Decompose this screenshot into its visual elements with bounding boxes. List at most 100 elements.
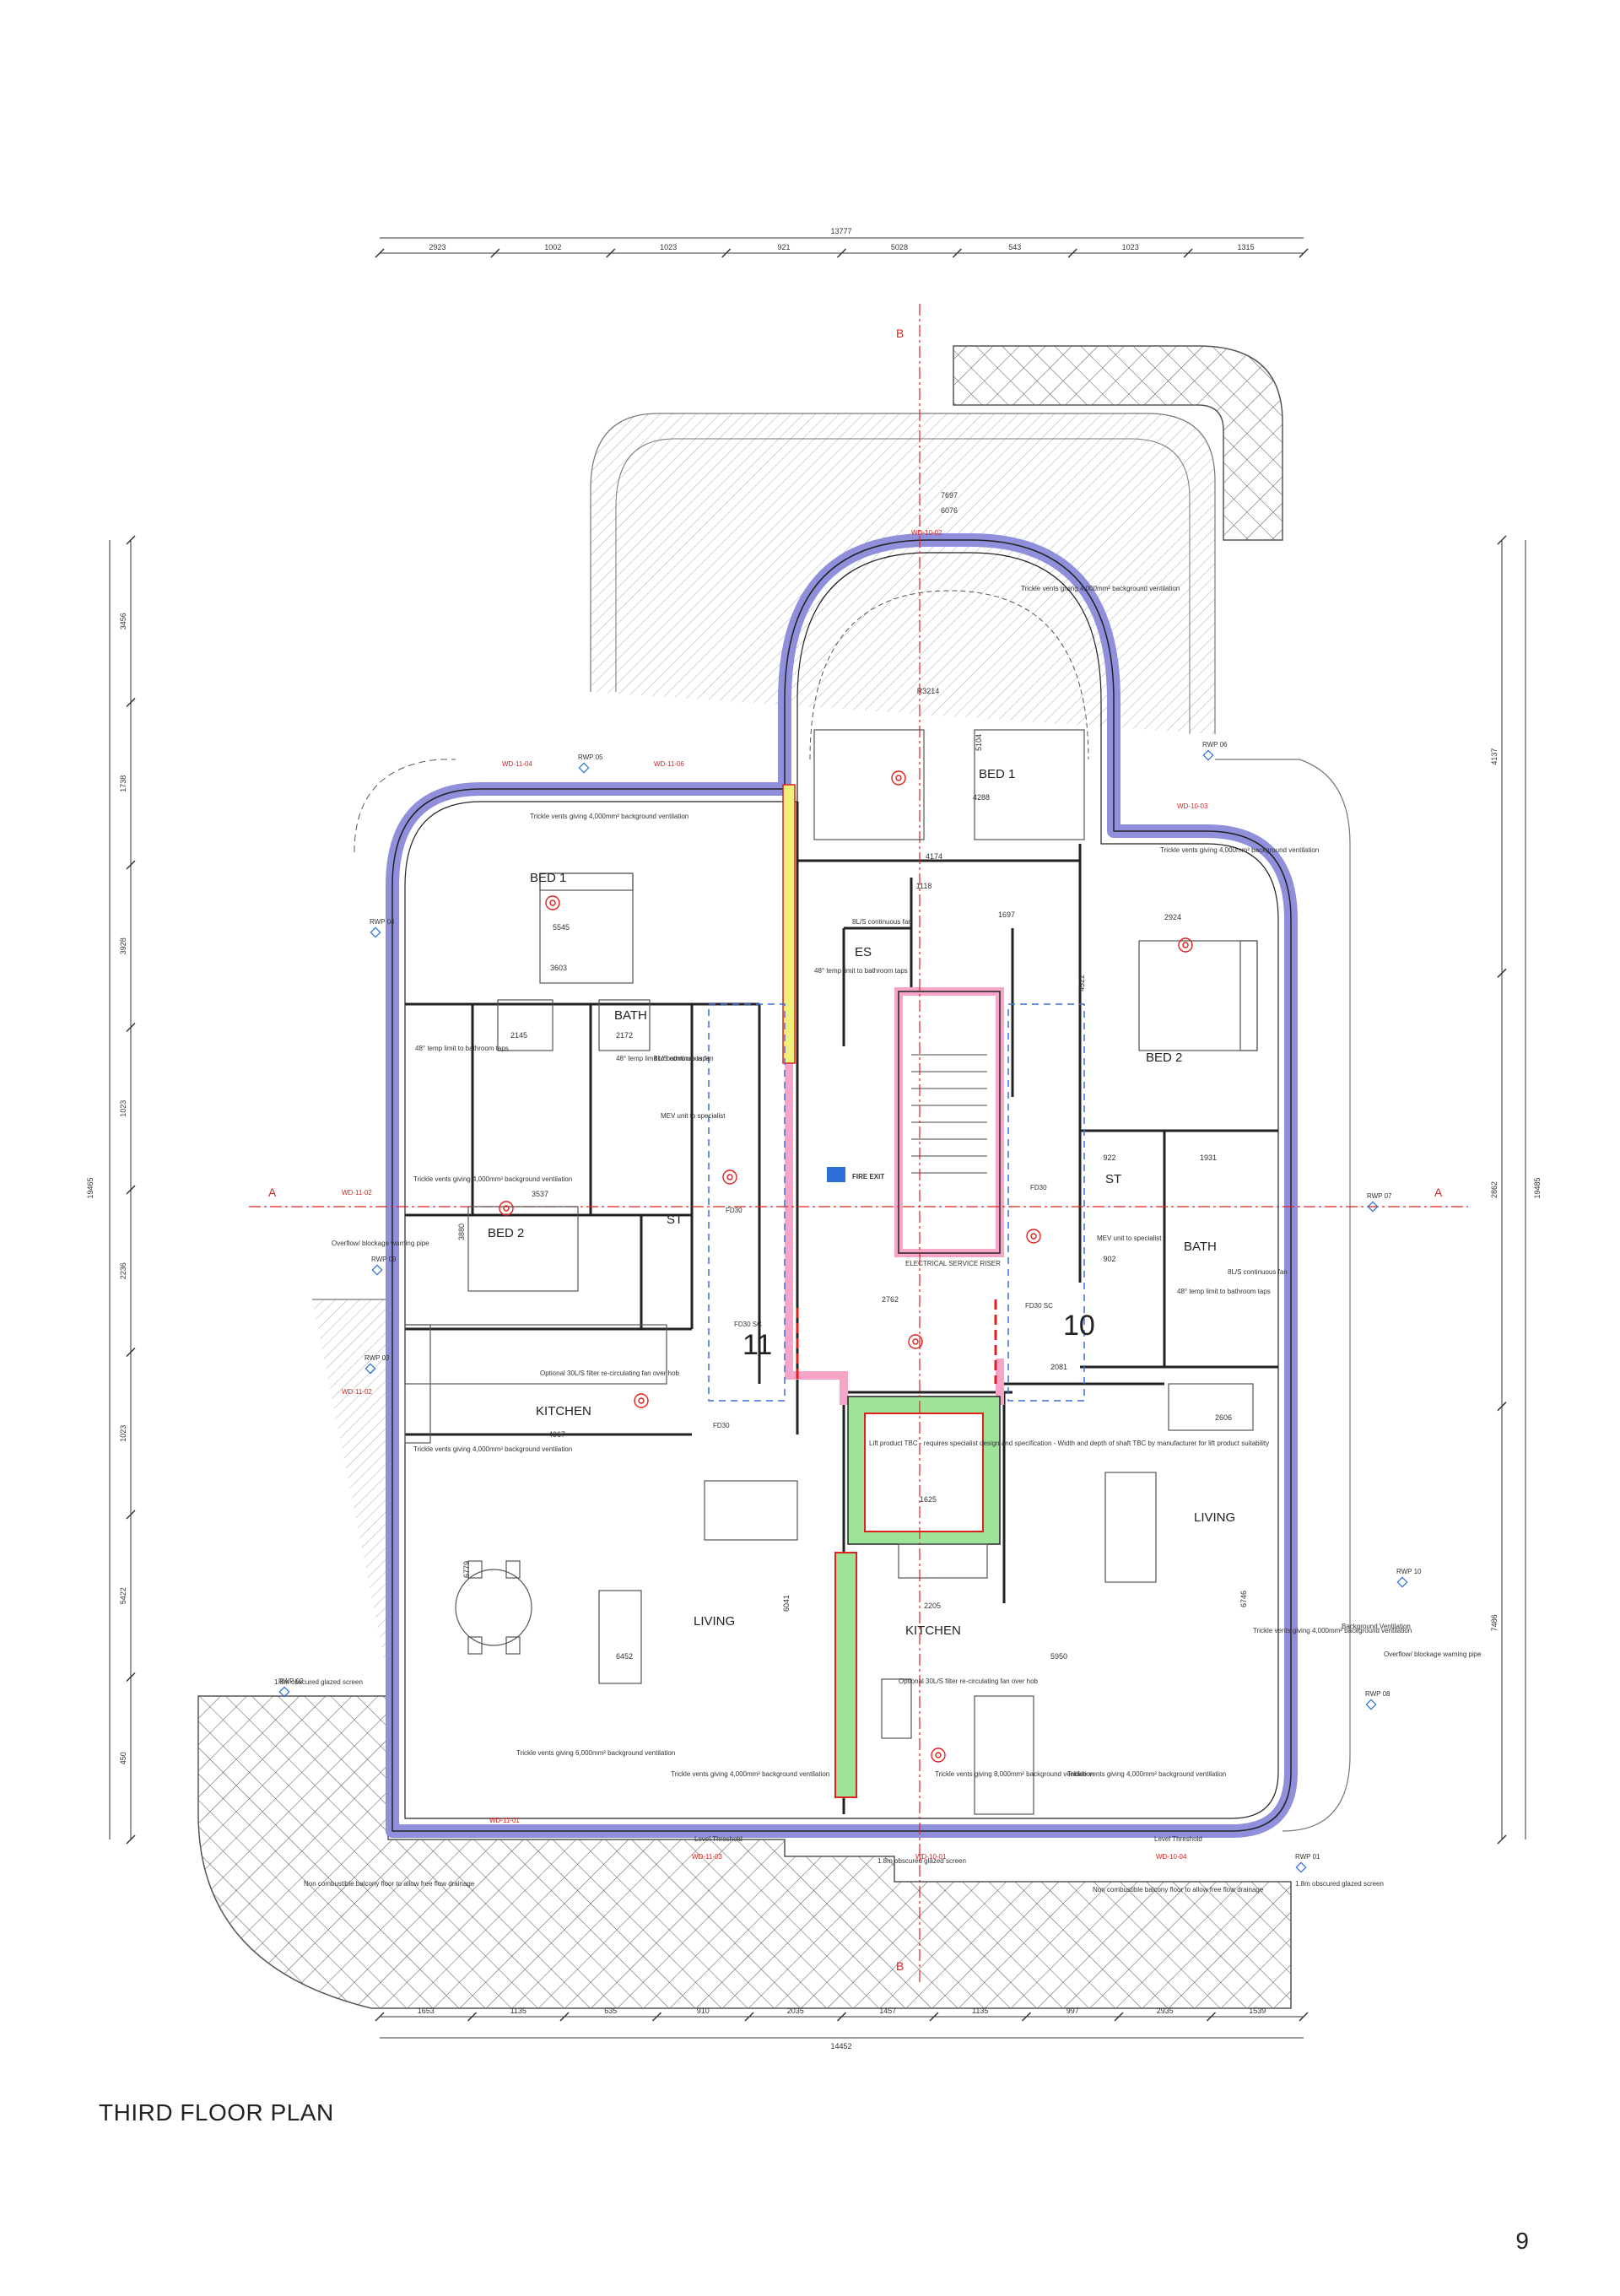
dim-tick xyxy=(126,1347,136,1358)
note-trickle-bed1-left: Trickle vents giving 4,000mm² background… xyxy=(530,813,688,820)
dim-tick xyxy=(126,1022,136,1033)
dim-living-left-width: 6452 xyxy=(616,1652,633,1661)
note-glazed-screen-right: 1.8m obscured glazed screen xyxy=(1295,1880,1384,1888)
dim-tick xyxy=(836,248,847,258)
note-fd30sc-2: FD30 SC xyxy=(1025,1302,1053,1310)
fire-route xyxy=(249,304,1468,1983)
dim-ens-w: 1118 xyxy=(916,882,932,890)
note-bath-fan-right: 8L/S continuous fan xyxy=(1228,1268,1288,1276)
dim-kitchen-left-width: 4367 xyxy=(548,1430,565,1439)
room-kitchen-right: KITCHEN xyxy=(905,1623,961,1638)
note-lift: Lift product TBC - requires specialist d… xyxy=(869,1440,1269,1447)
dim-tick xyxy=(559,2012,570,2022)
dim-bed2-left-depth: 3880 xyxy=(457,1224,466,1240)
dim-segment: 1023 xyxy=(660,243,677,251)
note-overflow-left: Overflow/ blockage warning pipe xyxy=(332,1240,429,1247)
note-trickle-bed2-left: Trickle vents giving 4,000mm² background… xyxy=(413,1175,572,1183)
terrace-outline xyxy=(312,413,1351,1832)
dim-right-overall: 19485 xyxy=(1533,1177,1542,1198)
dim-segment: 450 xyxy=(119,1752,127,1764)
dim-top-overall: 13777 xyxy=(830,227,851,235)
dim-segment: 7486 xyxy=(1490,1614,1498,1631)
note-bg-vent: Background Ventilation xyxy=(1342,1623,1411,1630)
dim-tick xyxy=(606,248,616,258)
dim-bay-top: 7697 xyxy=(941,491,958,500)
rwp-marker xyxy=(370,927,381,938)
bay-arc xyxy=(809,590,1089,760)
dim-tick xyxy=(126,1510,136,1520)
dim-tick xyxy=(1114,2012,1124,2022)
dim-tick xyxy=(721,248,732,258)
note-tmv-right: 48° temp limit to bathroom taps xyxy=(1177,1288,1271,1295)
dim-lobby-w: 2762 xyxy=(882,1295,899,1304)
dim-tick xyxy=(929,2012,939,2022)
rwp-label: RWP 08 xyxy=(1365,1690,1390,1698)
dim-tick xyxy=(126,1672,136,1683)
dim-bath-w1: 2145 xyxy=(510,1031,527,1040)
window-ref: WD-11-02 xyxy=(342,1189,372,1197)
dim-tick xyxy=(375,248,385,258)
note-balcony-left: Non combustible balcony floor to allow f… xyxy=(304,1880,475,1888)
dim-tick xyxy=(126,1185,136,1195)
dim-bay-depth: 5104 xyxy=(975,734,983,751)
dim-living-right-top: 2606 xyxy=(1215,1413,1232,1422)
note-trickle-kitchen-left: Trickle vents giving 4,000mm² background… xyxy=(413,1445,572,1453)
dim-segment: 997 xyxy=(1066,2007,1079,2015)
rwp-label: RWP 03 xyxy=(364,1354,390,1362)
dim-hall-depth: 6041 xyxy=(782,1595,791,1612)
window-ref: WD-10-04 xyxy=(1156,1853,1187,1861)
room-living-left: LIVING xyxy=(694,1614,735,1629)
rwp-marker xyxy=(364,1363,376,1375)
dim-kitchen-right: 2205 xyxy=(924,1602,941,1610)
room-markers xyxy=(499,770,1193,1763)
note-fd30-1: FD30 xyxy=(726,1207,742,1214)
dim-tick xyxy=(375,2012,385,2022)
note-fd30-3: FD30 xyxy=(713,1422,730,1429)
dim-tick xyxy=(1497,1402,1507,1412)
rwp-label: RWP 01 xyxy=(1295,1853,1320,1861)
dim-bed1-width: 4288 xyxy=(973,793,990,802)
window-ref: WD-11-01 xyxy=(489,1817,520,1824)
dim-segment: 2923 xyxy=(429,243,446,251)
rwp-marker xyxy=(371,1264,383,1276)
dim-segment: 543 xyxy=(1008,243,1021,251)
dim-segment: 1023 xyxy=(119,1425,127,1442)
note-fd30-2: FD30 xyxy=(1030,1184,1047,1191)
note-electrical: ELECTRICAL SERVICE RISER xyxy=(905,1260,1001,1267)
rwp-label: RWP 06 xyxy=(1202,741,1228,748)
dim-segment: 3456 xyxy=(119,613,127,629)
note-fd30sc-1: FD30 SC xyxy=(734,1321,762,1328)
note-trickle-living-right2: Trickle vents giving 4,000mm² background… xyxy=(1067,1770,1226,1778)
window-ref: WD-10-03 xyxy=(1177,802,1208,810)
note-bath-fan-left: 8L/S continuous fan xyxy=(654,1055,714,1062)
dim-living-right-width: 5950 xyxy=(1050,1652,1067,1661)
rwp-marker xyxy=(1295,1861,1307,1873)
dim-segment: 921 xyxy=(778,243,791,251)
room-living-right: LIVING xyxy=(1194,1510,1235,1525)
dim-segment: 4137 xyxy=(1490,748,1498,765)
furniture xyxy=(404,729,1258,1815)
rwp-label: RWP 07 xyxy=(1367,1192,1392,1200)
note-extract-left: Optional 30L/S filter re-circulating fan… xyxy=(540,1369,680,1377)
note-fire-exit: FIRE EXIT xyxy=(852,1173,884,1180)
dim-tick xyxy=(126,697,136,708)
rwp-marker xyxy=(1365,1699,1377,1710)
dim-bay-inner: 6076 xyxy=(941,506,958,515)
note-glazed-screen-left: 1.8m obscured glazed screen xyxy=(274,1678,363,1686)
section-a-left: A xyxy=(268,1186,277,1199)
dim-tick xyxy=(1497,968,1507,978)
rwp-label: RWP 10 xyxy=(1396,1568,1422,1575)
dim-ens-d: 1697 xyxy=(998,910,1015,919)
dim-living-right-depth: 6746 xyxy=(1239,1591,1248,1607)
dim-segment: 1653 xyxy=(418,2007,435,2015)
page-number: 9 xyxy=(1515,2228,1529,2254)
dim-bed2-left-width: 3537 xyxy=(532,1190,548,1198)
section-a-right: A xyxy=(1434,1186,1443,1199)
dim-tick xyxy=(1206,2012,1217,2022)
dim-segment: 2935 xyxy=(1157,2007,1174,2015)
note-bath-fan-es: 8L/S continuous fan xyxy=(852,918,912,926)
dim-bay-radius: R3214 xyxy=(917,687,940,695)
